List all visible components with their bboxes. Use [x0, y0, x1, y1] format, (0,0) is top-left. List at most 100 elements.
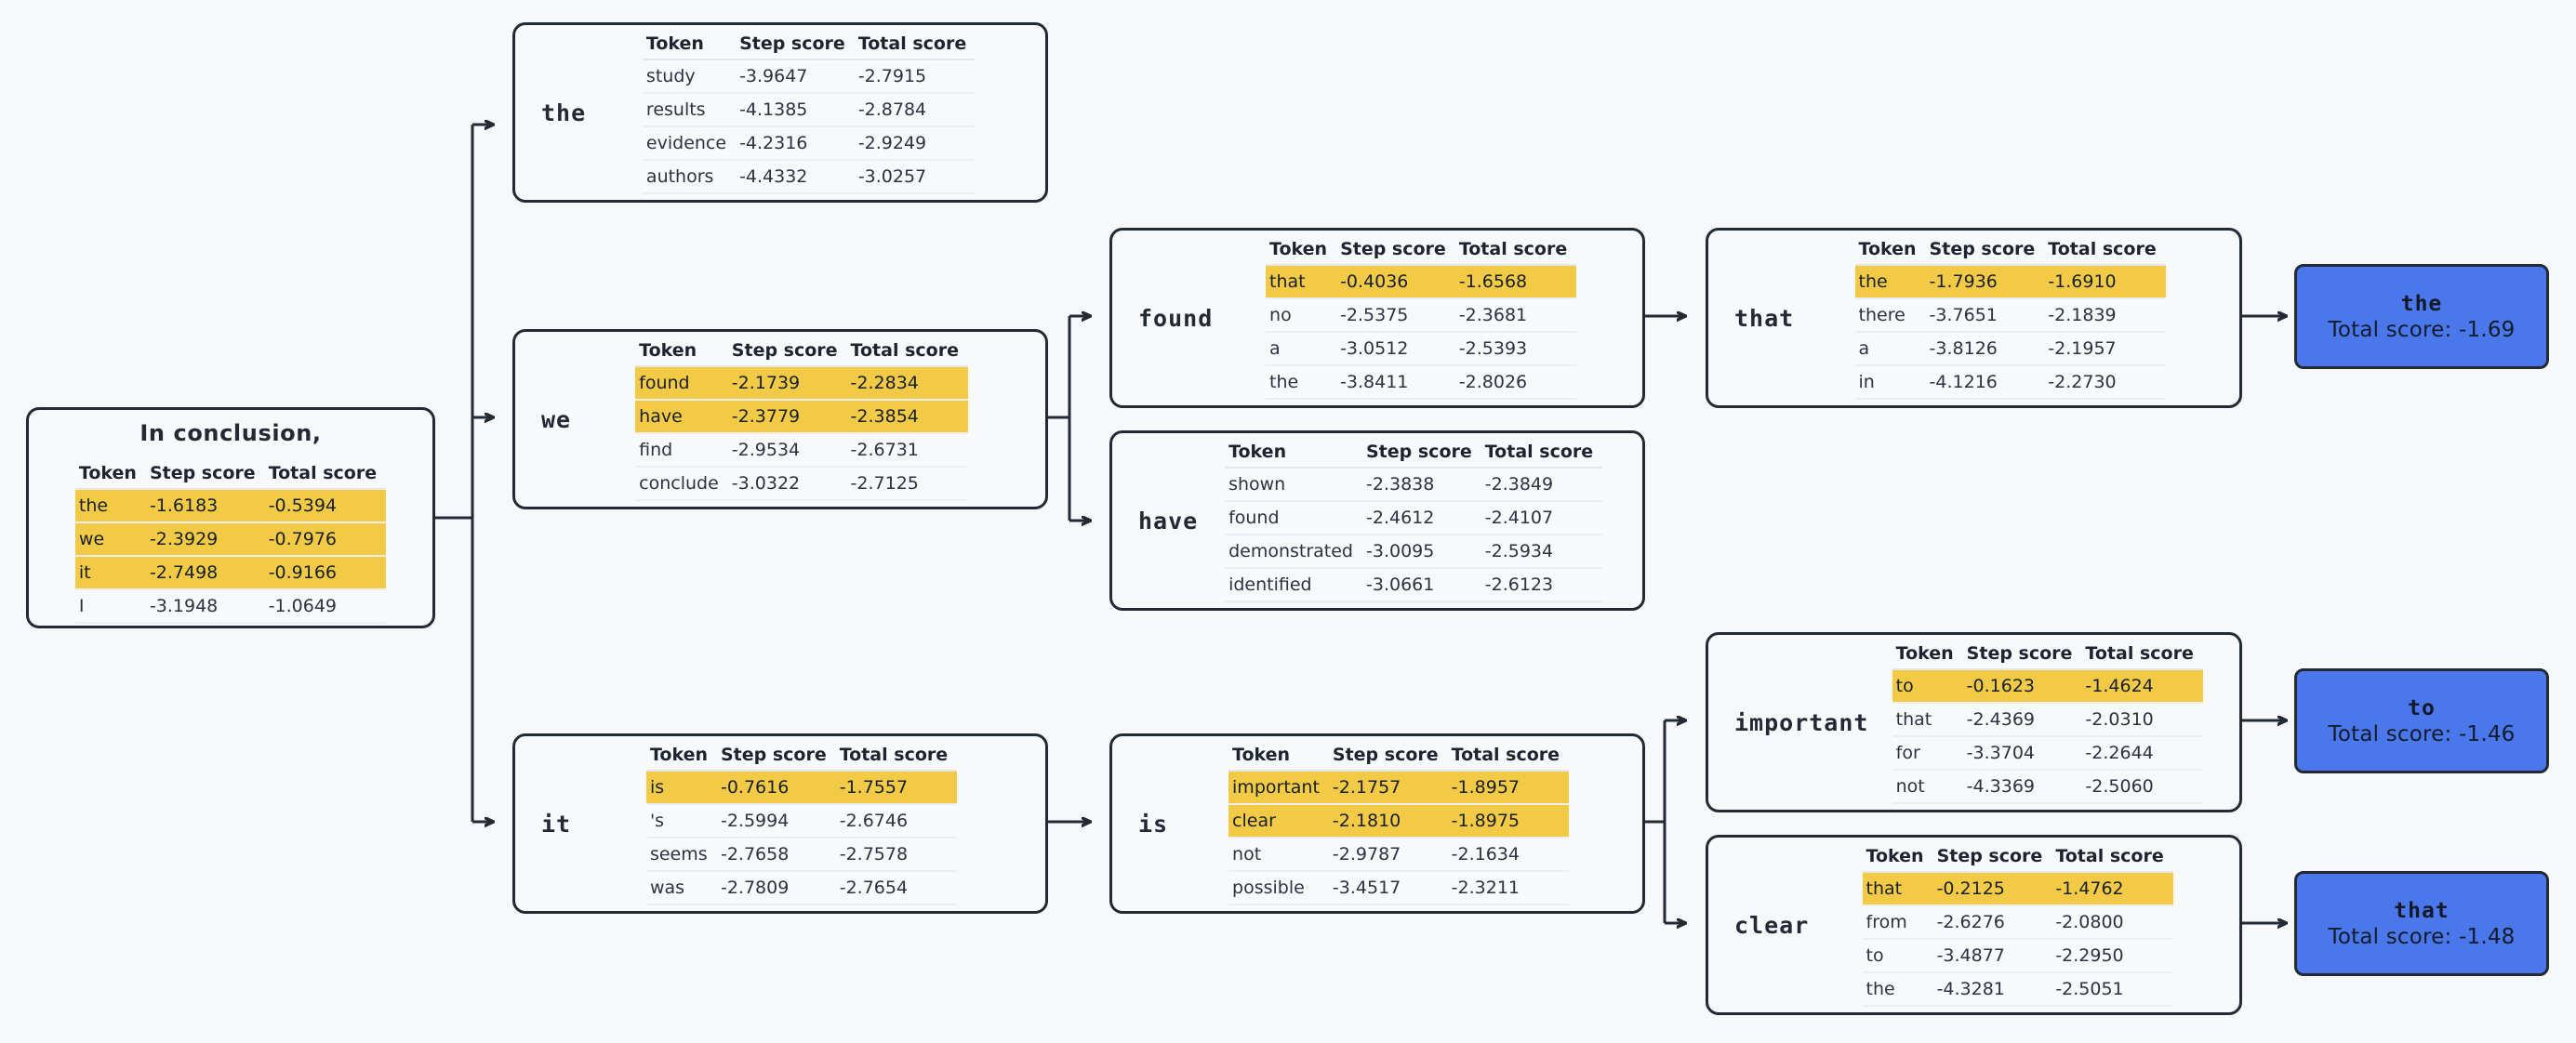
- col-header-total: Total score: [2081, 640, 2203, 670]
- node-label-it: it: [541, 810, 572, 838]
- col-header-token: Token: [645, 742, 717, 772]
- terminal-token-to: to: [2408, 695, 2436, 720]
- table-row: found-2.1739-2.2834: [635, 365, 968, 401]
- cell-step-score: -2.5994: [716, 803, 836, 838]
- cell-token: a: [1266, 331, 1337, 366]
- cell-step-score: -2.3929: [145, 522, 265, 557]
- root-table-wrap: Token Step score Total score the-1.6183-…: [29, 460, 432, 631]
- node-label-have: have: [1138, 507, 1199, 535]
- cell-total-score: -2.3211: [1447, 870, 1570, 905]
- node-we[interactable]: we Token Step score Total score found-2.…: [512, 329, 1048, 509]
- cell-step-score: -3.0322: [727, 466, 847, 501]
- node-important[interactable]: important Token Step score Total score t…: [1706, 632, 2242, 812]
- cell-step-score: -2.9534: [727, 432, 847, 468]
- node-is[interactable]: is Token Step score Total score importan…: [1109, 733, 1645, 914]
- col-header-total: Total score: [2052, 843, 2173, 873]
- table-row: the-1.6183-0.5394: [74, 488, 387, 523]
- table-row: seems-2.7658-2.7578: [645, 837, 958, 872]
- cell-total-score: -2.8026: [1454, 364, 1577, 400]
- node-label-we: we: [541, 405, 572, 433]
- col-header-token: Token: [1854, 236, 1926, 266]
- terminal-node-that[interactable]: that Total score: -1.48: [2294, 871, 2549, 976]
- col-header-token: Token: [642, 31, 737, 60]
- node-clear[interactable]: clear Token Step score Total score that-…: [1706, 835, 2242, 1015]
- cell-total-score: -2.3854: [846, 399, 968, 434]
- cell-step-score: -2.1757: [1328, 770, 1448, 805]
- cell-total-score: -1.8975: [1447, 803, 1570, 838]
- cell-step-score: -0.1623: [1962, 668, 2082, 704]
- table-row: was-2.7809-2.7654: [645, 870, 958, 905]
- cell-total-score: -2.0800: [2052, 904, 2173, 940]
- table-row: is-0.7616-1.7557: [645, 770, 958, 805]
- cell-token: seems: [645, 837, 717, 872]
- col-header-total: Total score: [854, 31, 976, 60]
- cell-total-score: -2.5051: [2052, 971, 2173, 1007]
- table-row: that-2.4369-2.0310: [1892, 702, 2203, 737]
- col-header-token: Token: [1225, 439, 1362, 469]
- table-row: evidence-4.2316-2.9249: [642, 125, 976, 161]
- table-row: it-2.7498-0.9166: [74, 555, 387, 590]
- cell-total-score: -2.1957: [2044, 331, 2166, 366]
- cell-total-score: -2.5060: [2081, 769, 2203, 804]
- cell-step-score: -4.1216: [1925, 364, 2045, 400]
- cell-token: the: [1854, 264, 1926, 299]
- table-row: that-0.2125-1.4762: [1862, 871, 2173, 906]
- cell-token: find: [635, 432, 728, 468]
- cell-step-score: -2.3838: [1362, 467, 1481, 502]
- cell-token: was: [645, 870, 717, 905]
- cell-step-score: -3.4877: [1932, 938, 2052, 973]
- cell-token: study: [642, 59, 737, 94]
- table-header-row: Token Step score Total score: [642, 31, 976, 60]
- cell-total-score: -1.4762: [2052, 871, 2173, 906]
- cell-total-score: -3.0257: [854, 159, 976, 194]
- terminal-token-the: the: [2400, 291, 2443, 316]
- cell-step-score: -2.9787: [1328, 837, 1448, 872]
- col-header-token: Token: [1862, 843, 1933, 873]
- cell-step-score: -3.3704: [1962, 735, 2082, 771]
- col-header-step: Step score: [1336, 236, 1455, 266]
- table-row: the-1.7936-1.6910: [1854, 264, 2166, 299]
- table-row: have-2.3779-2.3854: [635, 399, 968, 434]
- node-found[interactable]: found Token Step score Total score that-…: [1109, 228, 1645, 408]
- node-it[interactable]: it Token Step score Total score is-0.761…: [512, 733, 1048, 914]
- table-row: shown-2.3838-2.3849: [1225, 467, 1603, 502]
- node-label-clear: clear: [1734, 911, 1810, 939]
- cell-step-score: -4.4332: [736, 159, 855, 194]
- col-header-total: Total score: [1454, 236, 1577, 266]
- root-score-table: Token Step score Total score the-1.6183-…: [74, 460, 387, 624]
- table-row: to-3.4877-2.2950: [1862, 938, 2173, 973]
- terminal-node-the[interactable]: the Total score: -1.69: [2294, 264, 2549, 369]
- table-row: a-3.8126-2.1957: [1854, 331, 2166, 366]
- table-row: demonstrated-3.0095-2.5934: [1225, 534, 1603, 569]
- table-header-row: Token Step score Total score: [1266, 236, 1577, 266]
- cell-token: found: [1225, 500, 1362, 535]
- cell-total-score: -0.7976: [264, 522, 387, 557]
- score-table-the: Token Step score Total score study-3.964…: [642, 31, 976, 194]
- terminal-node-to[interactable]: to Total score: -1.46: [2294, 668, 2549, 773]
- score-table-that: Token Step score Total score the-1.7936-…: [1854, 236, 2166, 400]
- col-header-step: Step score: [1328, 742, 1448, 772]
- table-row: a-3.0512-2.5393: [1266, 331, 1577, 366]
- cell-step-score: -3.0661: [1362, 567, 1481, 602]
- cell-token: found: [635, 365, 728, 401]
- node-that[interactable]: that Token Step score Total score the-1.…: [1706, 228, 2242, 408]
- table-header-row: Token Step score Total score: [1854, 236, 2166, 266]
- col-header-total: Total score: [264, 460, 387, 490]
- cell-step-score: -3.0512: [1336, 331, 1455, 366]
- node-root[interactable]: In conclusion, Token Step score Total sc…: [26, 407, 435, 628]
- table-row: clear-2.1810-1.8975: [1228, 803, 1570, 838]
- node-have[interactable]: have Token Step score Total score shown-…: [1109, 430, 1645, 611]
- cell-step-score: -2.7658: [716, 837, 836, 872]
- cell-total-score: -2.7915: [854, 59, 976, 94]
- table-row: not-4.3369-2.5060: [1892, 769, 2203, 804]
- cell-token: a: [1854, 331, 1926, 366]
- cell-total-score: -2.0310: [2081, 702, 2203, 737]
- col-header-step: Step score: [736, 31, 855, 60]
- cell-total-score: -2.1634: [1447, 837, 1570, 872]
- node-the[interactable]: the Token Step score Total score study-3…: [512, 22, 1048, 203]
- cell-token: evidence: [642, 125, 737, 161]
